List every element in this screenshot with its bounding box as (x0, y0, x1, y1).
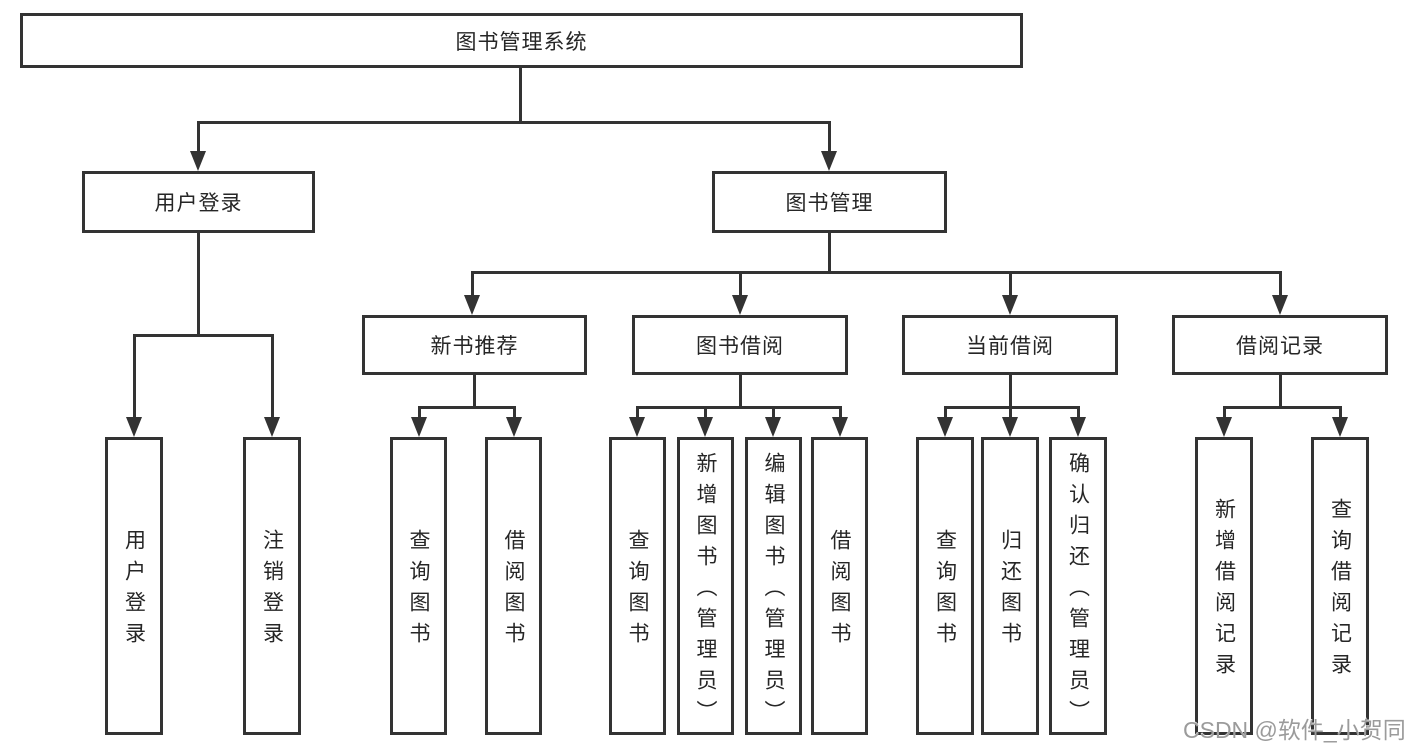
node-root-label: 图书管理系统 (455, 30, 588, 54)
leaf-borrowing-add-books: 新增图书（管理员） (677, 437, 734, 735)
leaf-newbook-query-books-label: 查询图书 (407, 529, 430, 653)
arrow-down-icon (1002, 295, 1018, 315)
connector-line (772, 406, 775, 420)
csdn-watermark: CSDN @软件_小贺同学 (1183, 717, 1405, 743)
leaf-records-add-record-label: 新增借阅记录 (1212, 498, 1236, 684)
connector-line (636, 406, 639, 420)
leaf-newbook-borrow-books: 借阅图书 (485, 437, 542, 735)
leaf-current-return-books: 归还图书 (981, 437, 1039, 735)
arrow-down-icon (697, 417, 713, 437)
connector-line (1279, 375, 1282, 408)
leaf-borrowing-add-books-label: 新增图书（管理员） (694, 451, 717, 731)
node-new-book-recommend: 新书推荐 (362, 315, 587, 375)
node-root: 图书管理系统 (20, 13, 1023, 68)
leaf-current-confirm-return: 确认归还（管理员） (1049, 437, 1107, 735)
leaf-records-add-record: 新增借阅记录 (1195, 437, 1253, 735)
leaf-borrowing-query-books-label: 查询图书 (626, 529, 649, 653)
node-book-management-label: 图书管理 (785, 192, 874, 215)
leaf-current-return-books-label: 归还图书 (998, 529, 1022, 653)
node-user-login-label: 用户登录 (154, 192, 243, 215)
leaf-borrowing-edit-books: 编辑图书（管理员） (745, 437, 802, 735)
arrow-down-icon (464, 295, 480, 315)
node-new-book-recommend-label: 新书推荐 (430, 335, 519, 358)
arrow-down-icon (506, 417, 522, 437)
connector-line (197, 121, 831, 124)
connector-line (133, 334, 274, 337)
leaf-newbook-borrow-books-label: 借阅图书 (502, 529, 525, 653)
leaf-logout: 注销登录 (243, 437, 301, 735)
leaf-records-query-record-label: 查询借阅记录 (1328, 498, 1352, 684)
arrow-down-icon (1216, 417, 1232, 437)
connector-line (1339, 406, 1342, 420)
connector-line (1009, 406, 1012, 420)
connector-line (944, 406, 947, 420)
arrow-down-icon (821, 151, 837, 171)
connector-line (473, 375, 476, 408)
connector-line (739, 271, 742, 299)
connector-line (739, 375, 742, 408)
arrow-down-icon (1070, 417, 1086, 437)
connector-line (839, 406, 842, 420)
node-user-login: 用户登录 (82, 171, 315, 233)
node-book-borrowing: 图书借阅 (632, 315, 848, 375)
connector-line (828, 233, 831, 274)
leaf-borrowing-borrow-books-label: 借阅图书 (828, 529, 851, 653)
arrow-down-icon (411, 417, 427, 437)
leaf-user-login-label: 用户登录 (122, 529, 146, 653)
connector-line (1279, 271, 1282, 299)
arrow-down-icon (1002, 417, 1018, 437)
connector-line (1009, 375, 1012, 408)
connector-line (944, 406, 1080, 409)
arrow-down-icon (1332, 417, 1348, 437)
connector-line (197, 121, 200, 153)
arrow-down-icon (1272, 295, 1288, 315)
leaf-records-query-record: 查询借阅记录 (1311, 437, 1369, 735)
leaf-newbook-query-books: 查询图书 (390, 437, 447, 735)
connector-line (519, 68, 522, 124)
arrow-down-icon (732, 295, 748, 315)
leaf-current-query-books: 查询图书 (916, 437, 974, 735)
connector-line (1009, 271, 1012, 299)
node-borrowing-records-label: 借阅记录 (1236, 335, 1324, 358)
connector-line (1223, 406, 1342, 409)
connector-line (1077, 406, 1080, 420)
arrow-down-icon (190, 151, 206, 171)
arrow-down-icon (264, 417, 280, 437)
connector-line (513, 406, 516, 420)
connector-line (1223, 406, 1226, 420)
arrow-down-icon (832, 417, 848, 437)
connector-line (636, 406, 842, 409)
connector-line (418, 406, 516, 409)
leaf-user-login: 用户登录 (105, 437, 163, 735)
leaf-current-confirm-return-label: 确认归还（管理员） (1066, 451, 1090, 731)
leaf-borrowing-borrow-books: 借阅图书 (811, 437, 868, 735)
connector-line (471, 271, 1282, 274)
node-book-borrowing-label: 图书借阅 (696, 335, 784, 358)
connector-line (704, 406, 707, 420)
connector-line (133, 334, 136, 420)
node-borrowing-records: 借阅记录 (1172, 315, 1388, 375)
connector-line (271, 334, 274, 420)
arrow-down-icon (937, 417, 953, 437)
node-current-borrowing: 当前借阅 (902, 315, 1118, 375)
leaf-borrowing-query-books: 查询图书 (609, 437, 666, 735)
leaf-current-query-books-label: 查询图书 (933, 529, 957, 653)
connector-line (418, 406, 421, 420)
node-book-management: 图书管理 (712, 171, 947, 233)
node-current-borrowing-label: 当前借阅 (966, 335, 1054, 358)
leaf-borrowing-edit-books-label: 编辑图书（管理员） (762, 451, 785, 731)
arrow-down-icon (629, 417, 645, 437)
arrow-down-icon (765, 417, 781, 437)
leaf-logout-label: 注销登录 (260, 529, 284, 653)
connector-line (197, 233, 200, 337)
connector-line (471, 271, 474, 299)
arrow-down-icon (126, 417, 142, 437)
connector-line (828, 121, 831, 153)
